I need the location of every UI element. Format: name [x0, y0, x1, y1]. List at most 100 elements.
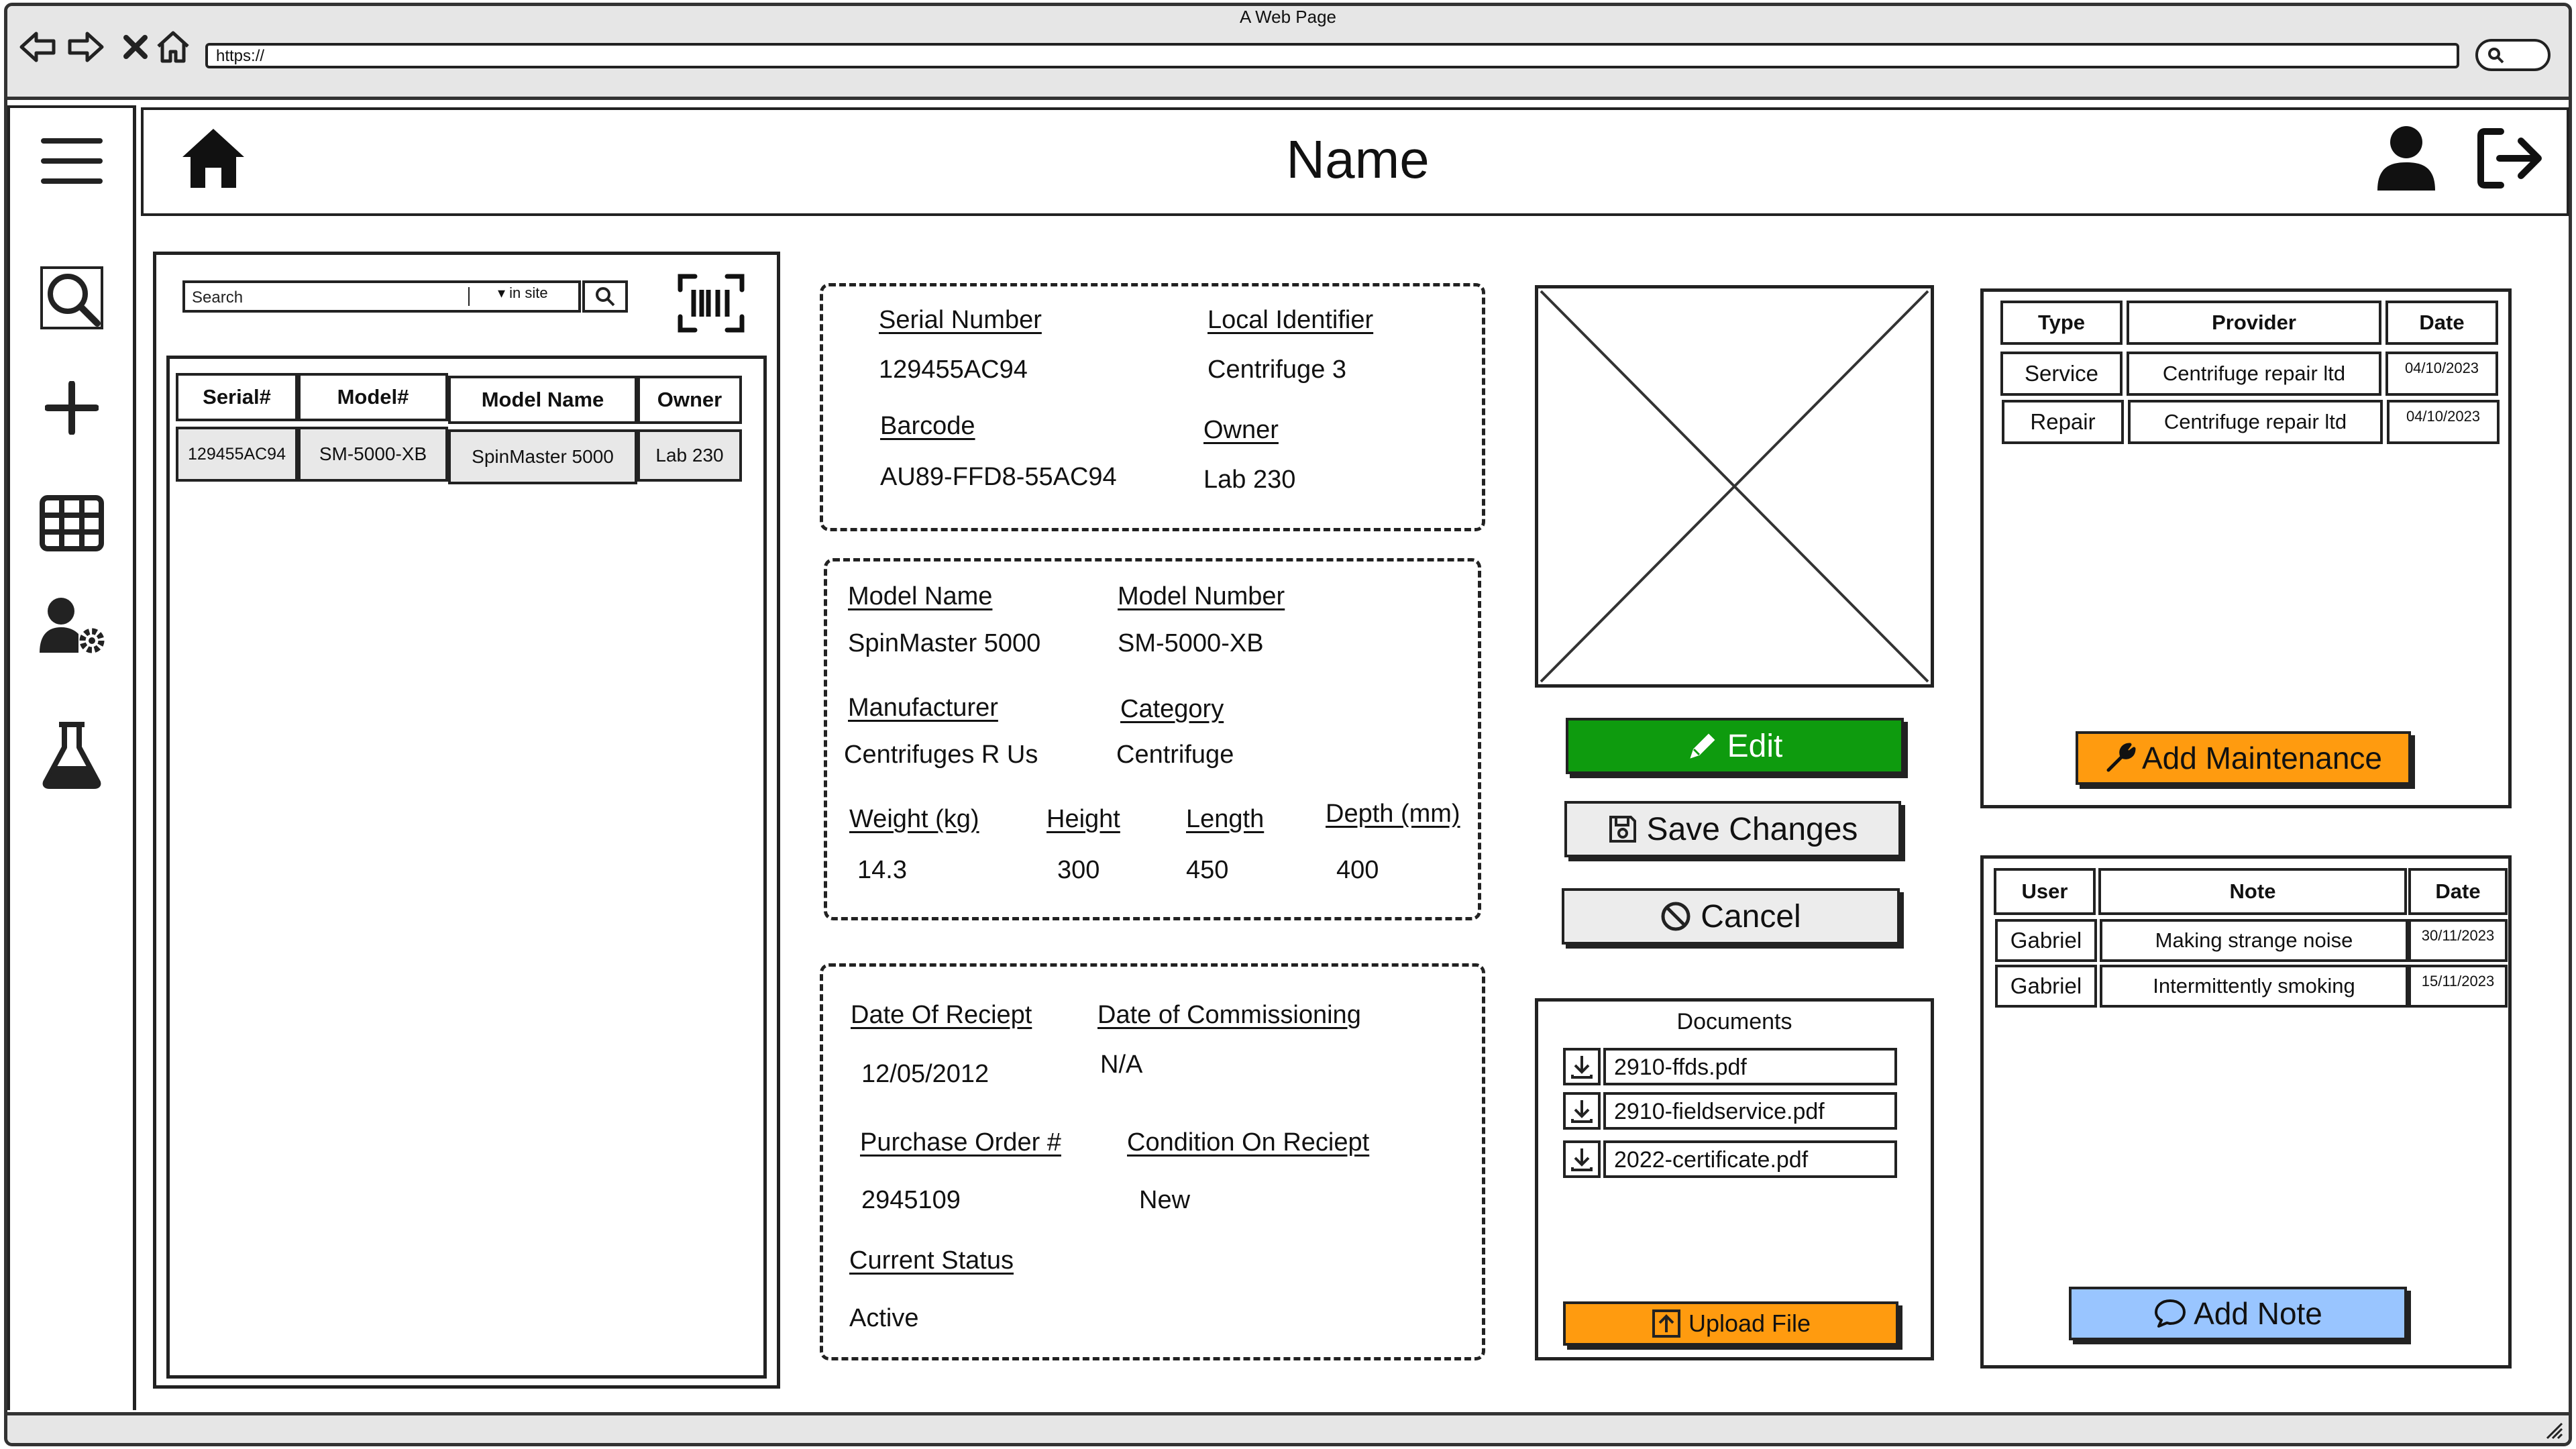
table-cell[interactable]: Making strange noise	[2100, 919, 2408, 962]
table-cell[interactable]: Gabriel	[1995, 965, 2097, 1008]
search-submit-button[interactable]	[582, 280, 628, 313]
local-identifier-value: Centrifuge 3	[1208, 356, 1347, 384]
barcode-value: AU89-FFD8-55AC94	[880, 463, 1117, 491]
url-input[interactable]: https://	[205, 43, 2459, 68]
add-maintenance-button[interactable]: Add Maintenance	[2076, 731, 2411, 785]
table-cell[interactable]: Lab 230	[637, 429, 742, 482]
download-icon[interactable]	[1563, 1140, 1601, 1178]
table-cell[interactable]: 04/10/2023	[2387, 400, 2500, 444]
upload-icon	[1652, 1309, 1680, 1338]
table-cell[interactable]: Centrifuge repair ltd	[2128, 400, 2383, 444]
search-panel	[153, 252, 780, 1389]
upload-file-button[interactable]: Upload File	[1563, 1301, 1898, 1346]
model-number-value: SM-5000-XB	[1118, 629, 1264, 657]
window-title: A Web Page	[1239, 7, 1337, 27]
column-header[interactable]: User	[1994, 868, 2096, 915]
save-changes-label: Save Changes	[1646, 811, 1858, 847]
depth-label: Depth (mm)	[1326, 800, 1460, 828]
identity-panel	[820, 283, 1485, 531]
height-value: 300	[1057, 856, 1100, 884]
scope-dropdown[interactable]: ▾ in site	[498, 284, 548, 302]
barcode-scan-icon[interactable]	[678, 274, 745, 333]
home-icon[interactable]	[180, 126, 247, 191]
back-arrow-icon[interactable]	[17, 27, 58, 67]
download-icon[interactable]	[1563, 1092, 1601, 1130]
column-header[interactable]: Type	[2000, 301, 2123, 345]
table-cell[interactable]: 15/11/2023	[2408, 965, 2508, 1008]
add-note-button[interactable]: Add Note	[2069, 1287, 2407, 1340]
wrench-icon	[2106, 743, 2136, 772]
floppy-disk-icon	[1609, 816, 1636, 843]
length-value: 450	[1186, 856, 1229, 884]
owner-label: Owner	[1203, 416, 1279, 444]
search-divider	[468, 287, 470, 306]
cancel-button[interactable]: Cancel	[1562, 888, 1900, 945]
user-settings-icon[interactable]	[37, 590, 107, 660]
document-name[interactable]: 2910-fieldservice.pdf	[1603, 1092, 1897, 1130]
search-icon[interactable]	[37, 263, 107, 333]
logout-icon[interactable]	[2477, 127, 2544, 189]
document-name[interactable]: 2910-ffds.pdf	[1603, 1048, 1897, 1085]
browser-window	[4, 3, 2572, 1446]
model-panel	[824, 558, 1481, 920]
barcode-label: Barcode	[880, 412, 975, 440]
grid-icon[interactable]	[37, 488, 107, 558]
weight-value: 14.3	[857, 856, 907, 884]
column-header[interactable]: Serial#	[176, 373, 298, 421]
column-header[interactable]: Date	[2408, 868, 2508, 915]
table-cell[interactable]: 129455AC94	[176, 427, 298, 482]
acquisition-panel	[820, 963, 1485, 1360]
category-label: Category	[1120, 695, 1224, 723]
home-nav-icon[interactable]	[153, 27, 193, 67]
column-header[interactable]: Model#	[298, 373, 448, 421]
add-icon[interactable]	[37, 373, 107, 443]
table-cell[interactable]: Centrifuge repair ltd	[2127, 352, 2381, 396]
edit-button[interactable]: Edit	[1566, 718, 1904, 774]
download-icon[interactable]	[1563, 1048, 1601, 1085]
app-header: Name	[141, 107, 2569, 216]
column-header[interactable]: Provider	[2127, 301, 2381, 345]
table-cell[interactable]: SM-5000-XB	[298, 427, 448, 482]
column-header[interactable]: Model Name	[448, 376, 637, 424]
manufacturer-value: Centrifuges R Us	[844, 741, 1038, 769]
receipt-date-label: Date Of Reciept	[851, 1001, 1032, 1029]
weight-label: Weight (kg)	[849, 805, 979, 833]
add-note-label: Add Note	[2194, 1296, 2322, 1331]
chevron-down-icon: ▾	[498, 284, 510, 301]
receipt-date-value: 12/05/2012	[861, 1060, 989, 1088]
documents-panel	[1535, 998, 1934, 1360]
resize-grip-icon[interactable]	[2544, 1421, 2563, 1440]
results-list	[166, 356, 767, 1379]
upload-file-label: Upload File	[1688, 1309, 1811, 1337]
stop-icon[interactable]	[115, 27, 156, 67]
table-cell[interactable]: SpinMaster 5000	[448, 429, 637, 484]
document-name[interactable]: 2022-certificate.pdf	[1603, 1140, 1897, 1178]
menu-icon[interactable]	[37, 126, 107, 196]
column-header[interactable]: Note	[2098, 868, 2407, 915]
user-icon[interactable]	[2376, 125, 2436, 192]
current-status-value: Active	[849, 1304, 919, 1332]
column-header[interactable]: Date	[2385, 301, 2498, 345]
purchase-order-value: 2945109	[861, 1186, 961, 1214]
commissioning-date-value: N/A	[1100, 1051, 1143, 1079]
save-changes-button[interactable]: Save Changes	[1564, 801, 1901, 857]
page-title: Name	[1286, 129, 1430, 189]
browser-search[interactable]	[2475, 39, 2551, 71]
flask-icon[interactable]	[37, 720, 107, 790]
table-cell[interactable]: 30/11/2023	[2408, 919, 2508, 962]
search-icon	[596, 287, 615, 307]
table-cell[interactable]: Gabriel	[1995, 919, 2097, 962]
depth-value: 400	[1336, 856, 1379, 884]
column-header[interactable]: Owner	[637, 376, 742, 424]
table-cell[interactable]: 04/10/2023	[2385, 352, 2498, 396]
table-cell[interactable]: Repair	[2002, 400, 2124, 444]
table-cell[interactable]: Service	[2000, 352, 2123, 396]
category-value: Centrifuge	[1116, 741, 1234, 769]
manufacturer-label: Manufacturer	[848, 694, 998, 722]
forward-arrow-icon[interactable]	[66, 27, 106, 67]
owner-value: Lab 230	[1203, 466, 1296, 494]
serial-number-value: 129455AC94	[879, 356, 1028, 384]
search-input[interactable]: Search	[182, 280, 581, 313]
table-cell[interactable]: Intermittently smoking	[2100, 965, 2408, 1008]
model-name-value: SpinMaster 5000	[848, 629, 1041, 657]
